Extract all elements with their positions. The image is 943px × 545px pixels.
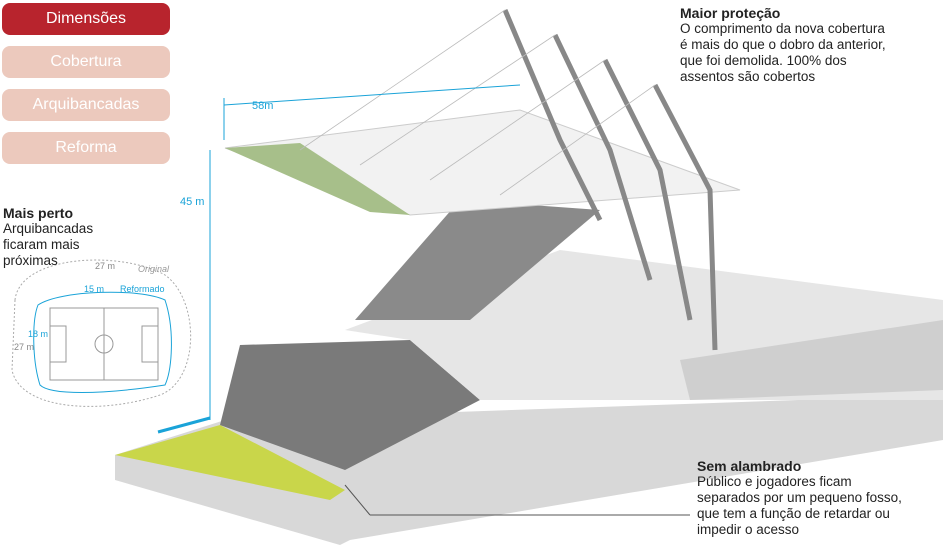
note-text: Público e jogadores ficam separados por … [697,474,902,537]
note-title: Mais perto [3,205,74,221]
upper-stand [355,200,600,320]
pitch [115,425,345,500]
tab-dimensoes[interactable]: Dimensões [2,3,170,35]
roof-trusses [502,9,718,351]
roof-edge [225,143,410,215]
orig-top-label: 27 m [95,261,116,271]
ref-top-label: 15 m [84,284,105,294]
lower-stand [220,340,480,470]
roof-cables [299,9,656,196]
tab-cobertura[interactable]: Cobertura [2,46,170,78]
note-title: Sem alambrado [697,458,802,474]
garage [680,320,943,400]
note-text: Arquibancadas ficaram mais próximas [3,221,94,268]
note-title: Maior proteção [680,5,781,21]
tab-arquibancadas[interactable]: Arquibancadas [2,89,170,121]
orig-side-label: 27 m [14,342,35,352]
note-text: O comprimento da nova cobertura é mais d… [680,21,886,84]
height-label: 45 m [180,196,205,208]
roof-length-label: 58m [252,100,274,112]
fence-pointer [344,484,371,516]
reformed-label: Reformado [120,284,165,294]
measure-lines [157,84,521,434]
tab-reforma[interactable]: Reforma [2,132,170,164]
ref-side-label: 18 m [28,329,49,339]
original-label: Original [138,264,170,274]
field-diagram [11,259,192,407]
